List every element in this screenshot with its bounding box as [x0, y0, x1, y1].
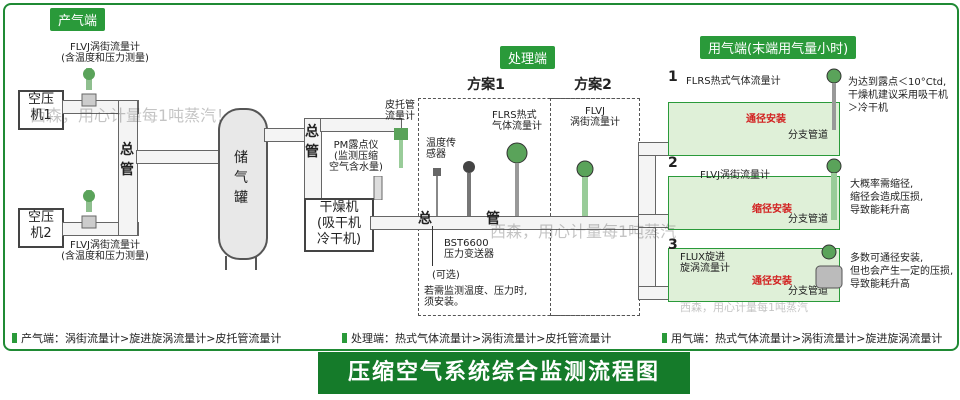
section-tag-usage: 用气端(末端用气量小时): [700, 36, 857, 59]
vortex-meter-icon-4: [826, 158, 842, 220]
meter-label-bottom: FLVJ涡街流量计 (含温度和压力测量): [61, 240, 149, 262]
usage-item-2-install: 缩径安装: [752, 204, 792, 215]
pitot-meter-icon: [394, 128, 408, 168]
flrs-label: FLRS热式 气体流量计: [492, 110, 542, 132]
processing-pipe-label-b: 管: [486, 211, 500, 227]
tank-label: 储 气 罐: [234, 150, 248, 206]
main-pipe-2-label: 总 管: [305, 124, 319, 160]
watermark-3: 西森，用心计量每1吨蒸汽: [680, 301, 808, 314]
usage-item-3-number: 3: [668, 237, 678, 253]
note-arrow: [432, 226, 433, 266]
main-pipe-label: 总 管: [120, 142, 134, 178]
optional-label: (可选): [432, 270, 460, 281]
usage-item-3-note: 多数可通径安装, 但也会产生一定的压损, 导致能耗升高: [850, 253, 954, 290]
main-pipe-vertical: [118, 100, 138, 236]
usage-item-1-note: 为达到露点＜10°Ctd, 干燥机建议采用吸干机 ＞冷干机: [848, 77, 948, 114]
usage-item-2-note: 大概率需缩径, 缩径会造成压损, 导致能耗升高: [850, 179, 924, 216]
flvj-label: FLVJ 涡街流量计: [570, 106, 620, 128]
dew-meter-icon: [373, 176, 383, 200]
usage-branch-3: [638, 286, 670, 300]
usage-item-3-branch: 分支管道: [788, 286, 828, 297]
dryer-box: 干燥机 (吸干机 冷干机): [304, 198, 374, 252]
watermark-2: 西森，用心计量每1吨蒸汽: [490, 222, 677, 241]
usage-item-1-install: 通径安装: [746, 114, 786, 125]
usage-item-2-number: 2: [668, 155, 678, 171]
vortex-meter-icon-2: [81, 190, 97, 229]
pressure-transmitter-icon: [463, 161, 475, 216]
temp-sensor-label: 温度传 感器: [426, 138, 456, 160]
processing-pipe-label-a: 总: [418, 211, 432, 227]
pitot-label: 皮托管 流量计: [385, 100, 415, 122]
pipe-to-tank: [136, 150, 226, 164]
usage-item-1-number: 1: [668, 69, 678, 85]
swirl-meter-icon: [815, 244, 843, 289]
scheme2-label: 方案2: [574, 77, 612, 93]
usage-panel-3: [668, 248, 840, 302]
vortex-meter-icon-3: [576, 160, 594, 216]
footer-usage: 用气端：热式气体流量计>涡街流量计>旋进旋涡流量计: [662, 330, 942, 346]
vortex-meter-icon: [81, 68, 97, 107]
transmitter-label: BST6600 压力变送器: [444, 238, 494, 260]
compressor-1: 空压 机1: [18, 90, 64, 130]
usage-item-1-branch: 分支管道: [788, 130, 828, 141]
usage-panel-2: [668, 176, 840, 230]
usage-item-3-meter: FLUX旋进 旋涡流量计: [680, 252, 730, 274]
scheme1-label: 方案1: [467, 77, 505, 93]
meter-label-top: FLVJ涡街流量计 (含温度和压力测量): [61, 42, 149, 64]
page-title: 压缩空气系统综合监测流程图: [318, 352, 690, 394]
thermal-meter-icon-2: [826, 68, 842, 130]
temperature-sensor-icon: [433, 168, 441, 216]
usage-item-3-install: 通径安装: [752, 276, 792, 287]
usage-panel-1: [668, 102, 840, 156]
footer-processing: 处理端：热式气体流量计>涡街流量计>皮托管流量计: [342, 330, 611, 346]
usage-branch-1: [638, 142, 670, 156]
section-tag-processing: 处理端: [500, 46, 556, 69]
usage-item-2-meter: FLVJ涡街流量计: [700, 170, 771, 181]
footer-production: 产气端：涡街流量计>旋进旋涡流量计>皮托管流量计: [12, 330, 281, 346]
storage-tank: [218, 108, 268, 260]
watermark-1: 西森，用心计量每1吨蒸汽！: [30, 106, 233, 125]
usage-item-1-meter: FLRS热式气体流量计: [686, 76, 781, 87]
pipe-to-pitot: [320, 118, 402, 132]
usage-item-2-branch: 分支管道: [788, 214, 828, 225]
compressor-2: 空压 机2: [18, 208, 64, 248]
section-tag-production: 产气端: [50, 8, 106, 31]
thermal-meter-icon: [506, 142, 528, 216]
processing-note: 若需监测温度、压力时, 须安装。: [424, 286, 528, 308]
dew-meter-label: PM露点仪 (监测压缩 空气含水量): [329, 140, 383, 173]
